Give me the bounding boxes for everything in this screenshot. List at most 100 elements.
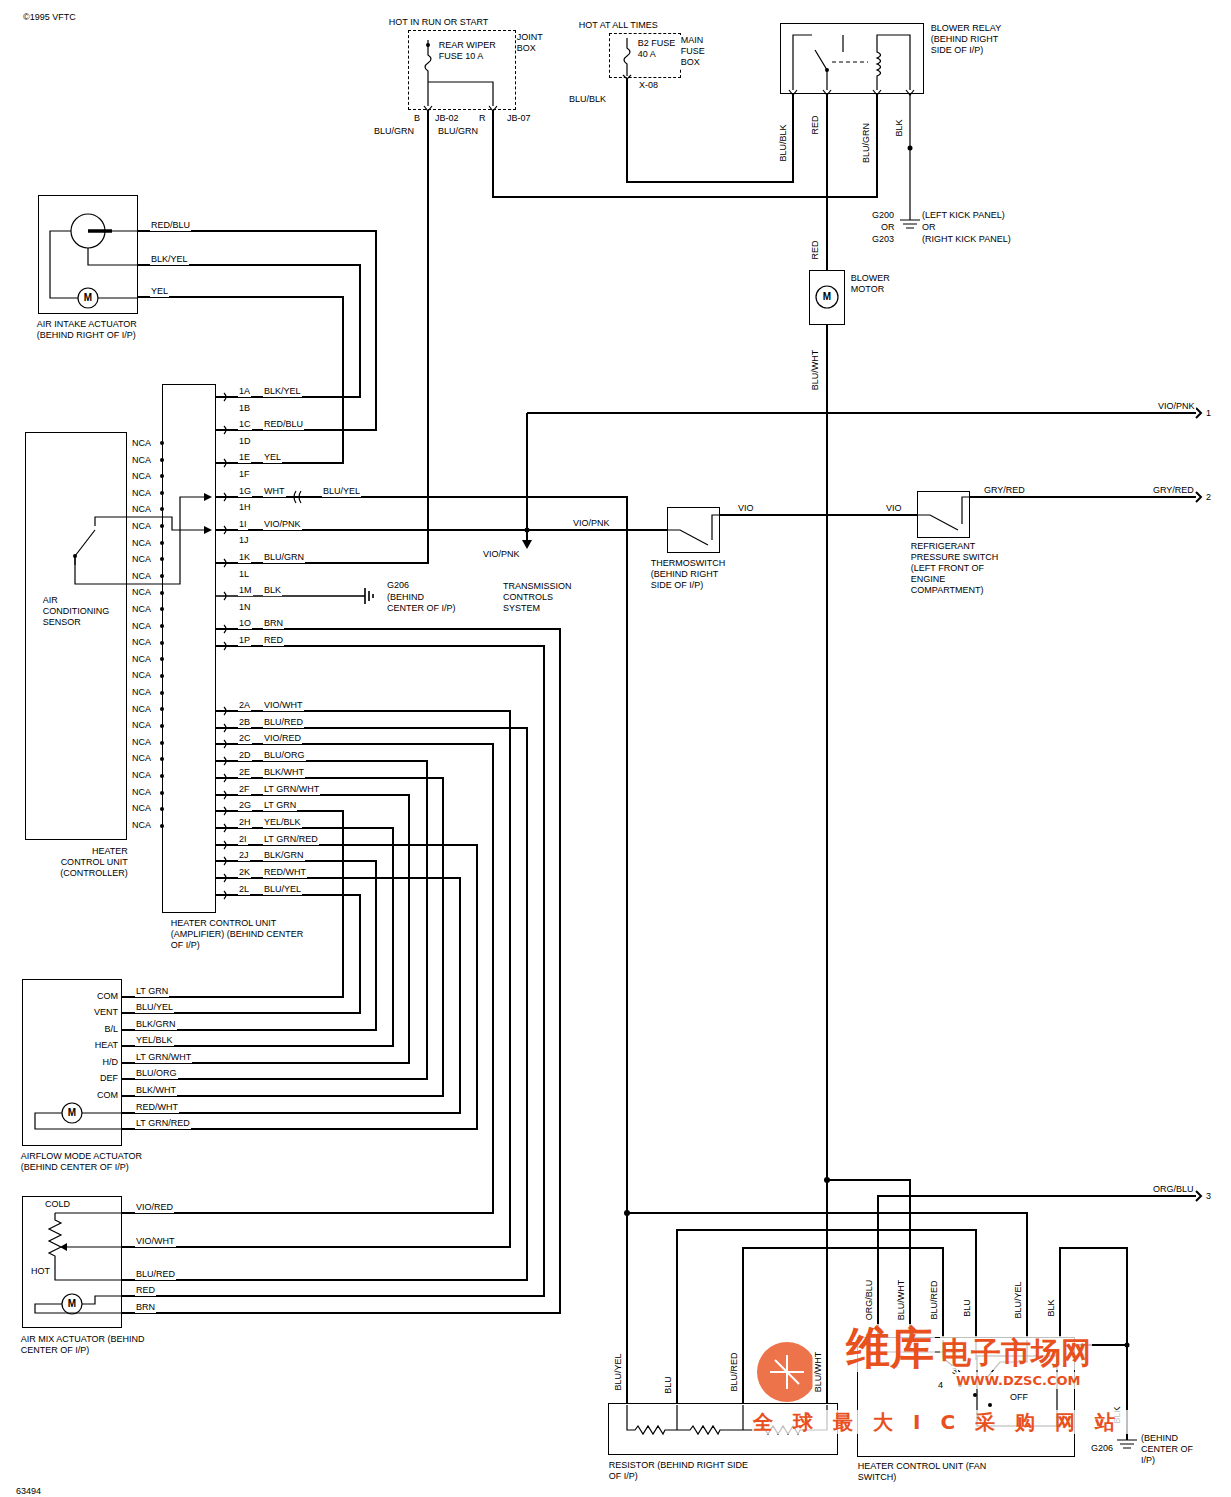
- pin-name: 1G: [238, 486, 252, 497]
- pin-name: HEAT: [80, 1040, 119, 1051]
- pin-name: 2C: [238, 733, 252, 744]
- connector-id: X-08: [638, 80, 659, 91]
- pin-name: 1O: [238, 618, 252, 629]
- wire-color: BLU/YEL: [135, 1002, 174, 1013]
- wire: [138, 297, 343, 463]
- wire-color: BLK: [263, 585, 282, 596]
- wire-color: BLK/GRN: [135, 1019, 177, 1030]
- wire-color: WHT: [263, 486, 286, 497]
- connector-number: 1: [1205, 408, 1212, 419]
- switch: REFRIGERANT PRESSURE SWITCH (LEFT FRONT …: [917, 491, 970, 538]
- wire-color: ORG/BLU: [864, 1279, 875, 1322]
- wire-color: VIO/WHT: [135, 1236, 176, 1247]
- wire-color: BLU: [663, 1375, 674, 1395]
- wire-color: RED: [810, 239, 821, 260]
- wire-color: BLK/WHT: [135, 1085, 177, 1096]
- wire-color: YEL: [263, 452, 282, 463]
- wire-color: BLU/BLK: [568, 94, 607, 105]
- pin-name: NCA: [131, 571, 152, 582]
- wire-color: BLK/WHT: [263, 767, 305, 778]
- pin-name: 1N: [238, 602, 252, 613]
- watermark: 全球最大IC采购网站: [752, 1410, 1136, 1434]
- wire-color: VIO/RED: [135, 1202, 174, 1213]
- control-unit: HEATER CONTROL UNIT (AMPLIFIER) (BEHIND …: [162, 384, 216, 913]
- wire: [138, 231, 376, 430]
- wire-color: BLU/GRN: [437, 126, 479, 137]
- wire-color: LT GRN/RED: [263, 834, 319, 845]
- wire: [122, 728, 527, 1280]
- pin-name: 2K: [238, 867, 251, 878]
- wire: [827, 325, 910, 1337]
- wire-color: LT GRN/WHT: [135, 1052, 192, 1063]
- switch: THERMOSWITCH (BEHIND RIGHT SIDE OF I/P): [667, 507, 720, 553]
- pin-name: NCA: [131, 504, 152, 515]
- pin-name: NCA: [131, 538, 152, 549]
- wire-color: RED/BLU: [150, 220, 191, 231]
- wire-color: BLU/RED: [263, 717, 304, 728]
- wire-color: BLU/RED: [729, 1351, 740, 1392]
- motor-symbol: M: [822, 292, 832, 302]
- component-name: AIR INTAKE ACTUATOR (BEHIND RIGHT OF I/P…: [36, 319, 138, 341]
- position-name: HOT: [30, 1266, 51, 1277]
- motor-symbol: M: [83, 293, 93, 303]
- control-unit: AIR CONDITIONING SENSORHEATER CONTROL UN…: [25, 432, 127, 840]
- joint-box: HOT IN RUN OR STARTREAR WIPER FUSE 10 AJ…: [408, 30, 516, 110]
- wire-color: BLU: [962, 1298, 973, 1318]
- wire-color: VIO/PNK: [572, 518, 611, 529]
- pin-name: 2J: [238, 850, 250, 861]
- pin-name: NCA: [131, 704, 152, 715]
- wire-color: RED: [810, 114, 821, 135]
- pin-name: 1K: [238, 552, 251, 563]
- wire-color: VIO/PNK: [482, 549, 521, 560]
- pin-name: 1F: [238, 469, 251, 480]
- wire-color: BLU/GRN: [263, 552, 305, 563]
- pin-name: NCA: [131, 604, 152, 615]
- pin-name: NCA: [131, 438, 152, 449]
- component-name: RESISTOR (BEHIND RIGHT SIDE OF I/P): [608, 1460, 760, 1482]
- component-name: THERMOSWITCH (BEHIND RIGHT SIDE OF I/P): [650, 558, 732, 591]
- wire-color: LT GRN/RED: [135, 1118, 191, 1129]
- wire-color: BLU/WHT: [810, 349, 821, 392]
- pin-name: 2H: [238, 817, 252, 828]
- copyright-note: ©1995 VFTC: [22, 12, 77, 23]
- wire: [122, 646, 544, 1296]
- pin-name: 2F: [238, 784, 251, 795]
- wire: [720, 514, 917, 516]
- pin-name: 2I: [238, 834, 248, 845]
- component-name: AIR MIX ACTUATOR (BEHIND CENTER OF I/P): [20, 1334, 147, 1356]
- wire-color: BLK: [1046, 1298, 1057, 1317]
- watermark: 维库: [845, 1324, 935, 1372]
- wire-color: VIO: [737, 503, 755, 514]
- pin-name: NCA: [131, 670, 152, 681]
- pin-name: COM: [80, 1090, 119, 1101]
- wire-color: BLK: [894, 118, 905, 137]
- component-name: AIRFLOW MODE ACTUATOR (BEHIND CENTER OF …: [20, 1151, 147, 1173]
- pin-name: 1H: [238, 502, 252, 513]
- pin-name: NCA: [131, 720, 152, 731]
- wire: [677, 1230, 976, 1403]
- motor-symbol: M: [67, 1108, 77, 1118]
- component-name: AIR CONDITIONING SENSOR: [42, 595, 114, 628]
- pin-name: 2B: [238, 717, 251, 728]
- ground-location: OR: [921, 222, 937, 233]
- wire: [216, 497, 1027, 1337]
- pin-name: 1D: [238, 436, 252, 447]
- wire-color: LT GRN: [135, 986, 169, 997]
- ground-id: G206: [1090, 1443, 1114, 1454]
- pin-name: 2G: [238, 800, 252, 811]
- wire-color: BLU/YEL: [1013, 1280, 1024, 1319]
- connector-number: 2: [1205, 492, 1212, 503]
- wire-color: BLU/YEL: [322, 486, 361, 497]
- wire: [122, 761, 427, 1079]
- component-name: JOINT BOX: [516, 32, 558, 54]
- wire-color: BLU/GRN: [373, 126, 415, 137]
- pin-name: NCA: [131, 787, 152, 798]
- switch-position: OFF: [1009, 1392, 1029, 1403]
- pin-name: 2A: [238, 700, 251, 711]
- pin-name: DEF: [80, 1073, 119, 1084]
- watermark: 电子市场网: [940, 1336, 1092, 1370]
- wire-color: VIO: [885, 503, 903, 514]
- ground-id: G200: [871, 210, 895, 221]
- connector-id: JB-02: [434, 113, 460, 124]
- pin-name: 1E: [238, 452, 251, 463]
